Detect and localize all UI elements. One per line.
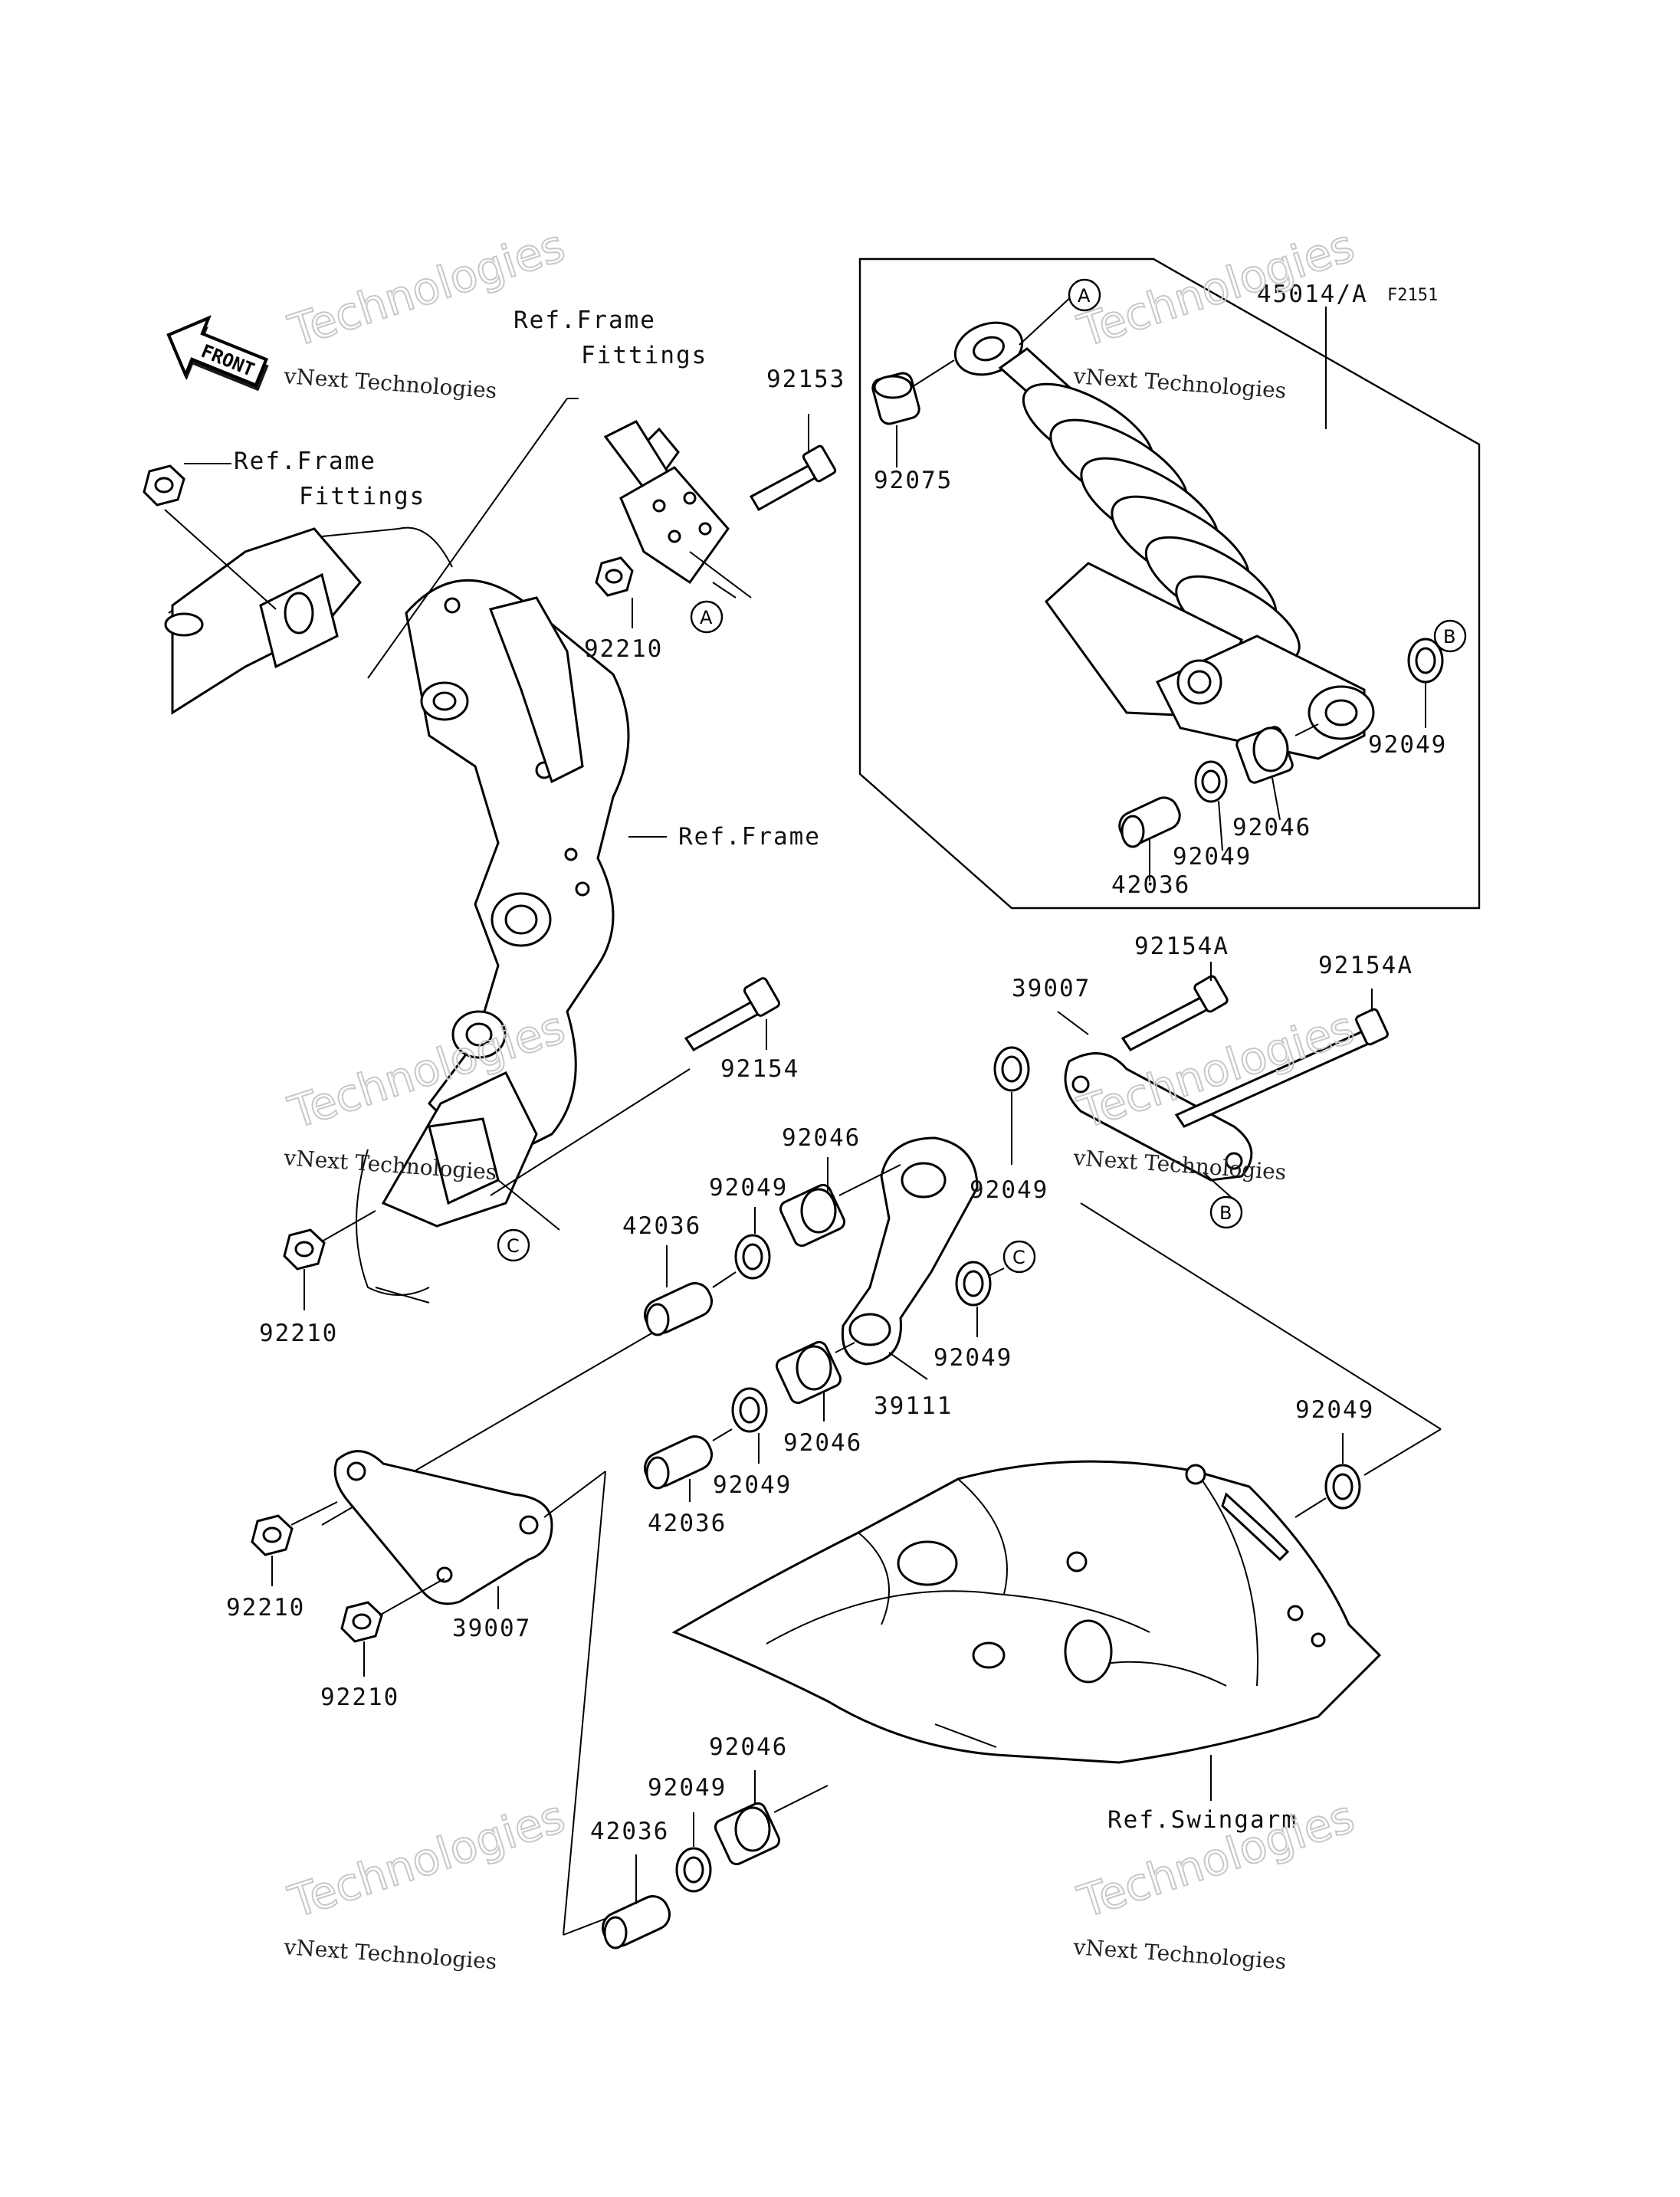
tie-rod-39007-bottom bbox=[333, 1450, 553, 1605]
shock-absorber-group bbox=[858, 257, 1481, 910]
label-92210-top: 92210 bbox=[584, 635, 663, 663]
washer-92049-low bbox=[731, 1387, 768, 1433]
label-39007-top: 39007 bbox=[1012, 975, 1091, 1002]
label-92154a-1: 92154A bbox=[1134, 933, 1229, 960]
label-92210-b2: 92210 bbox=[320, 1684, 399, 1711]
label-92210-left: 92210 bbox=[259, 1320, 338, 1347]
label-92049-mid-left: 92049 bbox=[709, 1174, 788, 1202]
bearing-92046-mid bbox=[779, 1183, 846, 1248]
svg-text:Technologies: Technologies bbox=[283, 1790, 571, 1928]
bolt-92154 bbox=[684, 977, 781, 1051]
label-92154a-2: 92154A bbox=[1318, 952, 1413, 979]
bolt-92154a-2 bbox=[1174, 1008, 1389, 1128]
label-92049-swing: 92049 bbox=[1295, 1396, 1374, 1424]
label-92049-mid-right: 92049 bbox=[970, 1176, 1048, 1204]
label-92049-shock-bottom: 92049 bbox=[1173, 843, 1252, 871]
label-42036-shock: 42036 bbox=[1111, 871, 1190, 899]
label-92154: 92154 bbox=[720, 1055, 799, 1083]
watermark-4: Technologies vNext Technologies bbox=[1071, 1000, 1361, 1185]
label-ref-frame-fittings-left: Ref.Frame bbox=[234, 448, 376, 475]
svg-text:A: A bbox=[700, 607, 713, 628]
label-42036-mid: 42036 bbox=[622, 1212, 701, 1240]
svg-text:C: C bbox=[507, 1235, 520, 1257]
nut-frame-fitting-left bbox=[143, 464, 185, 507]
washer-92049-bottom bbox=[675, 1847, 712, 1893]
bearing-92046-bottom bbox=[714, 1802, 781, 1866]
callout-a-frame: A bbox=[690, 600, 724, 634]
callout-b-tie-rod: B bbox=[1209, 1195, 1243, 1229]
label-92049-bottom: 92049 bbox=[648, 1774, 727, 1802]
nut-92210-b2 bbox=[340, 1601, 383, 1643]
label-92046-mid: 92046 bbox=[782, 1124, 861, 1152]
swingarm-group bbox=[671, 1460, 1382, 1764]
label-ref-frame-fittings-top: Ref.Frame bbox=[514, 307, 656, 334]
svg-text:B: B bbox=[1219, 1202, 1232, 1224]
label-42036-low: 42036 bbox=[648, 1510, 727, 1537]
svg-text:vNext Technologies: vNext Technologies bbox=[283, 1934, 498, 1974]
sleeve-42036-shock bbox=[1118, 796, 1181, 848]
label-92210-b1: 92210 bbox=[226, 1594, 305, 1622]
svg-text:vNext Technologies: vNext Technologies bbox=[1072, 1934, 1288, 1974]
label-92075: 92075 bbox=[874, 467, 953, 494]
callout-c-frame: C bbox=[497, 1228, 530, 1262]
bolt-92154a-1 bbox=[1121, 975, 1229, 1051]
label-92153: 92153 bbox=[766, 366, 845, 393]
svg-text:B: B bbox=[1443, 626, 1455, 648]
nut-92210-b1 bbox=[251, 1514, 294, 1556]
sleeve-42036-mid bbox=[643, 1282, 714, 1336]
tie-rod-39007-top bbox=[1064, 1052, 1253, 1182]
label-ref-frame-fittings-top-2: Fittings bbox=[581, 342, 707, 369]
washer-92049-mid-right bbox=[993, 1046, 1030, 1092]
label-39007-bottom: 39007 bbox=[452, 1615, 531, 1642]
nut-92210-top bbox=[595, 556, 634, 597]
sleeve-42036-low bbox=[643, 1435, 714, 1490]
figure-code: F2151 bbox=[1387, 286, 1438, 305]
label-92046-low: 92046 bbox=[783, 1429, 862, 1457]
label-92049-c: 92049 bbox=[934, 1344, 1012, 1372]
collar-92075 bbox=[871, 372, 920, 425]
label-ref-frame-fittings-left-2: Fittings bbox=[299, 483, 425, 510]
label-92046-bottom: 92046 bbox=[709, 1733, 788, 1761]
svg-text:Technologies: Technologies bbox=[283, 219, 571, 357]
bolt-92153 bbox=[749, 444, 837, 512]
callout-a-shock: A bbox=[1068, 278, 1101, 312]
frame-fitting-bracket bbox=[603, 420, 730, 585]
callout-b-shock: B bbox=[1433, 619, 1467, 653]
svg-text:vNext Technologies: vNext Technologies bbox=[283, 363, 498, 403]
label-92049-shock-right: 92049 bbox=[1368, 731, 1447, 759]
label-ref-swingarm: Ref.Swingarm bbox=[1107, 1806, 1298, 1834]
bearing-92046-low bbox=[775, 1340, 842, 1405]
link-39111 bbox=[841, 1136, 979, 1366]
label-ref-frame: Ref.Frame bbox=[678, 823, 821, 851]
watermark-5: Technologies vNext Technologies bbox=[282, 1789, 572, 1974]
label-92049-low: 92049 bbox=[713, 1471, 792, 1499]
svg-text:C: C bbox=[1012, 1247, 1025, 1268]
washer-92049-swing bbox=[1324, 1464, 1361, 1510]
nut-92210-left bbox=[283, 1228, 326, 1271]
label-45014a: 45014/A bbox=[1257, 280, 1368, 308]
label-92046-shock: 92046 bbox=[1232, 814, 1311, 841]
bearing-92046-shock bbox=[1235, 726, 1294, 784]
swingarm-body bbox=[671, 1460, 1382, 1764]
shock-spring bbox=[1022, 382, 1301, 664]
sleeve-42036-bottom bbox=[601, 1895, 671, 1949]
svg-text:vNext Technologies: vNext Technologies bbox=[1072, 363, 1288, 403]
washer-92049-c bbox=[955, 1261, 992, 1307]
watermark-2: Technologies vNext Technologies bbox=[1071, 218, 1361, 403]
front-arrow-icon: FRONT bbox=[166, 315, 269, 392]
label-42036-bottom: 42036 bbox=[590, 1818, 669, 1845]
shock-frame-outline bbox=[858, 257, 1481, 910]
callout-c-link: C bbox=[1002, 1240, 1036, 1274]
washer-92049-mid-left bbox=[734, 1234, 771, 1280]
frame-group bbox=[164, 526, 630, 1303]
svg-text:A: A bbox=[1078, 285, 1091, 307]
label-39111: 39111 bbox=[874, 1392, 953, 1420]
